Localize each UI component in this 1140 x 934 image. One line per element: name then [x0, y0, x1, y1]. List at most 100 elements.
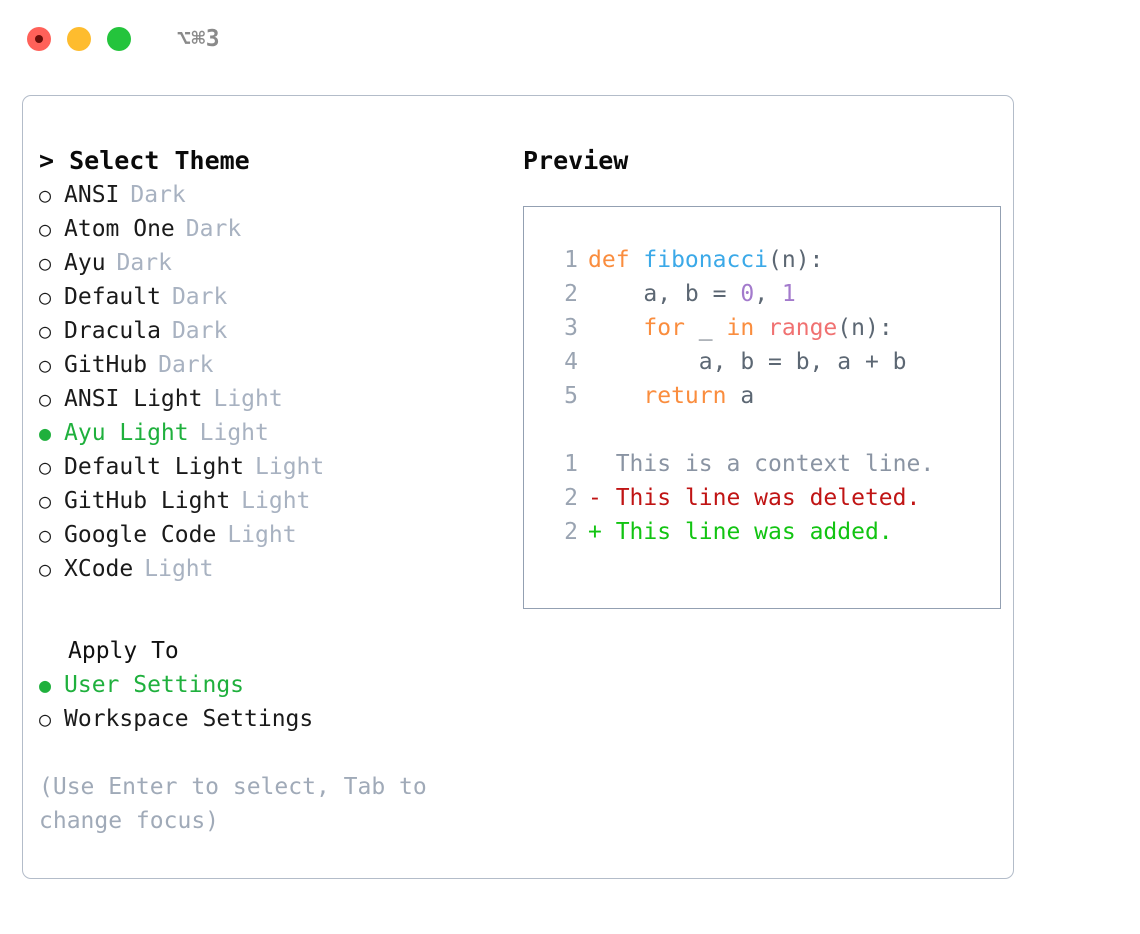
code-token: a, b =	[588, 281, 741, 307]
code-diff-spacer	[542, 413, 1000, 447]
code-token: range	[768, 315, 838, 341]
code-line: 4 a, b = b, a + b	[542, 345, 1000, 379]
radio-unselected-icon: ○	[39, 455, 52, 479]
theme-variant-tag: Dark	[130, 182, 186, 208]
code-line-text: a, b = b, a + b	[588, 345, 907, 379]
apply-to-option-label: Workspace Settings	[64, 706, 314, 732]
keyboard-shortcut-label: ⌥⌘3	[177, 26, 221, 52]
radio-unselected-icon: ○	[39, 251, 52, 275]
window-titlebar: ⌥⌘3	[0, 0, 1140, 78]
diff-marker: +	[588, 519, 616, 545]
theme-variant-tag: Light	[144, 556, 214, 582]
code-token: 1	[781, 281, 796, 307]
theme-option-label: ANSI Light	[64, 386, 203, 412]
apply-to-option-workspace-settings[interactable]: ○ Workspace Settings	[39, 702, 501, 736]
code-token: in	[726, 315, 755, 341]
diff-marker: -	[588, 485, 616, 511]
theme-option-default-light[interactable]: ○ Default Light Light	[39, 450, 501, 484]
theme-variant-tag: Light	[227, 522, 297, 548]
apply-to-heading: Apply To	[68, 638, 179, 664]
theme-option-ansi[interactable]: ○ ANSI Dark	[39, 178, 501, 212]
traffic-light-group	[27, 27, 131, 51]
radio-unselected-icon: ○	[39, 217, 52, 241]
maximize-window-button[interactable]	[107, 27, 131, 51]
diff-line: 2+ This line was added.	[542, 515, 1000, 549]
code-line-text: return a	[588, 379, 754, 413]
apply-to-option-label: User Settings	[64, 672, 245, 698]
code-line: 3 for _ in range(n):	[542, 311, 1000, 345]
diff-line: 2- This line was deleted.	[542, 481, 1000, 515]
radio-unselected-icon: ○	[39, 707, 52, 731]
theme-variant-tag: Light	[241, 488, 311, 514]
select-theme-heading: > Select Theme	[39, 146, 250, 175]
code-token	[588, 315, 643, 341]
theme-variant-tag: Dark	[158, 352, 214, 378]
code-line-text: for _ in range(n):	[588, 311, 892, 345]
diff-sample: 1 This is a context line.2- This line wa…	[542, 447, 1000, 549]
code-token: a	[726, 383, 755, 409]
code-token: _	[684, 315, 727, 341]
diff-line-number: 2	[564, 485, 578, 511]
code-line-text: a, b = 0, 1	[588, 277, 796, 311]
code-line-number: 2	[564, 281, 578, 307]
theme-variant-tag: Dark	[116, 250, 172, 276]
theme-variant-tag: Dark	[185, 216, 242, 242]
apply-to-option-user-settings[interactable]: ● User Settings	[39, 668, 501, 702]
radio-unselected-icon: ○	[39, 387, 52, 411]
code-token	[588, 383, 643, 409]
theme-option-label: Google Code	[64, 522, 217, 548]
theme-option-xcode[interactable]: ○ XCode Light	[39, 552, 501, 586]
theme-variant-tag: Light	[255, 454, 325, 480]
code-token: return	[643, 383, 727, 409]
theme-option-label: ANSI	[64, 182, 120, 208]
diff-line: 1 This is a context line.	[542, 447, 1000, 481]
close-window-button[interactable]	[27, 27, 51, 51]
code-line: 5 return a	[542, 379, 1000, 413]
code-token: for	[643, 315, 685, 341]
apply-to-section: Apply To ● User Settings ○ Workspace Settin…	[39, 634, 501, 736]
code-token: fibonacci	[643, 247, 769, 273]
theme-variant-tag: Light	[199, 420, 269, 446]
radio-selected-icon: ●	[39, 421, 52, 445]
code-token: ,	[754, 281, 782, 307]
diff-line-number: 1	[564, 451, 578, 477]
preview-heading: Preview	[523, 146, 629, 175]
code-token: 0	[740, 281, 755, 307]
apply-to-list[interactable]: ● User Settings ○ Workspace Settings	[39, 668, 501, 736]
minimize-window-button[interactable]	[67, 27, 91, 51]
code-token: def	[588, 247, 644, 273]
radio-unselected-icon: ○	[39, 557, 52, 581]
radio-unselected-icon: ○	[39, 183, 52, 207]
help-hint-text: (Use Enter to select, Tab to change focu…	[39, 774, 427, 834]
diff-line-content: - This line was deleted.	[588, 481, 920, 515]
diff-marker	[588, 451, 616, 477]
radio-selected-icon: ●	[39, 673, 52, 697]
code-line: 2 a, b = 0, 1	[542, 277, 1000, 311]
code-token	[754, 315, 768, 341]
code-token: (n):	[768, 247, 824, 273]
theme-option-label: Dracula	[64, 318, 161, 344]
theme-option-label: Default Light	[64, 454, 245, 480]
theme-option-label: XCode	[64, 556, 134, 582]
code-token: a, b = b, a + b	[588, 349, 907, 375]
diff-line-text: This line was deleted.	[615, 485, 921, 511]
code-line-text: def fibonacci(n):	[588, 243, 823, 277]
theme-option-label: Default	[64, 284, 161, 310]
diff-line-content: This is a context line.	[588, 447, 935, 481]
